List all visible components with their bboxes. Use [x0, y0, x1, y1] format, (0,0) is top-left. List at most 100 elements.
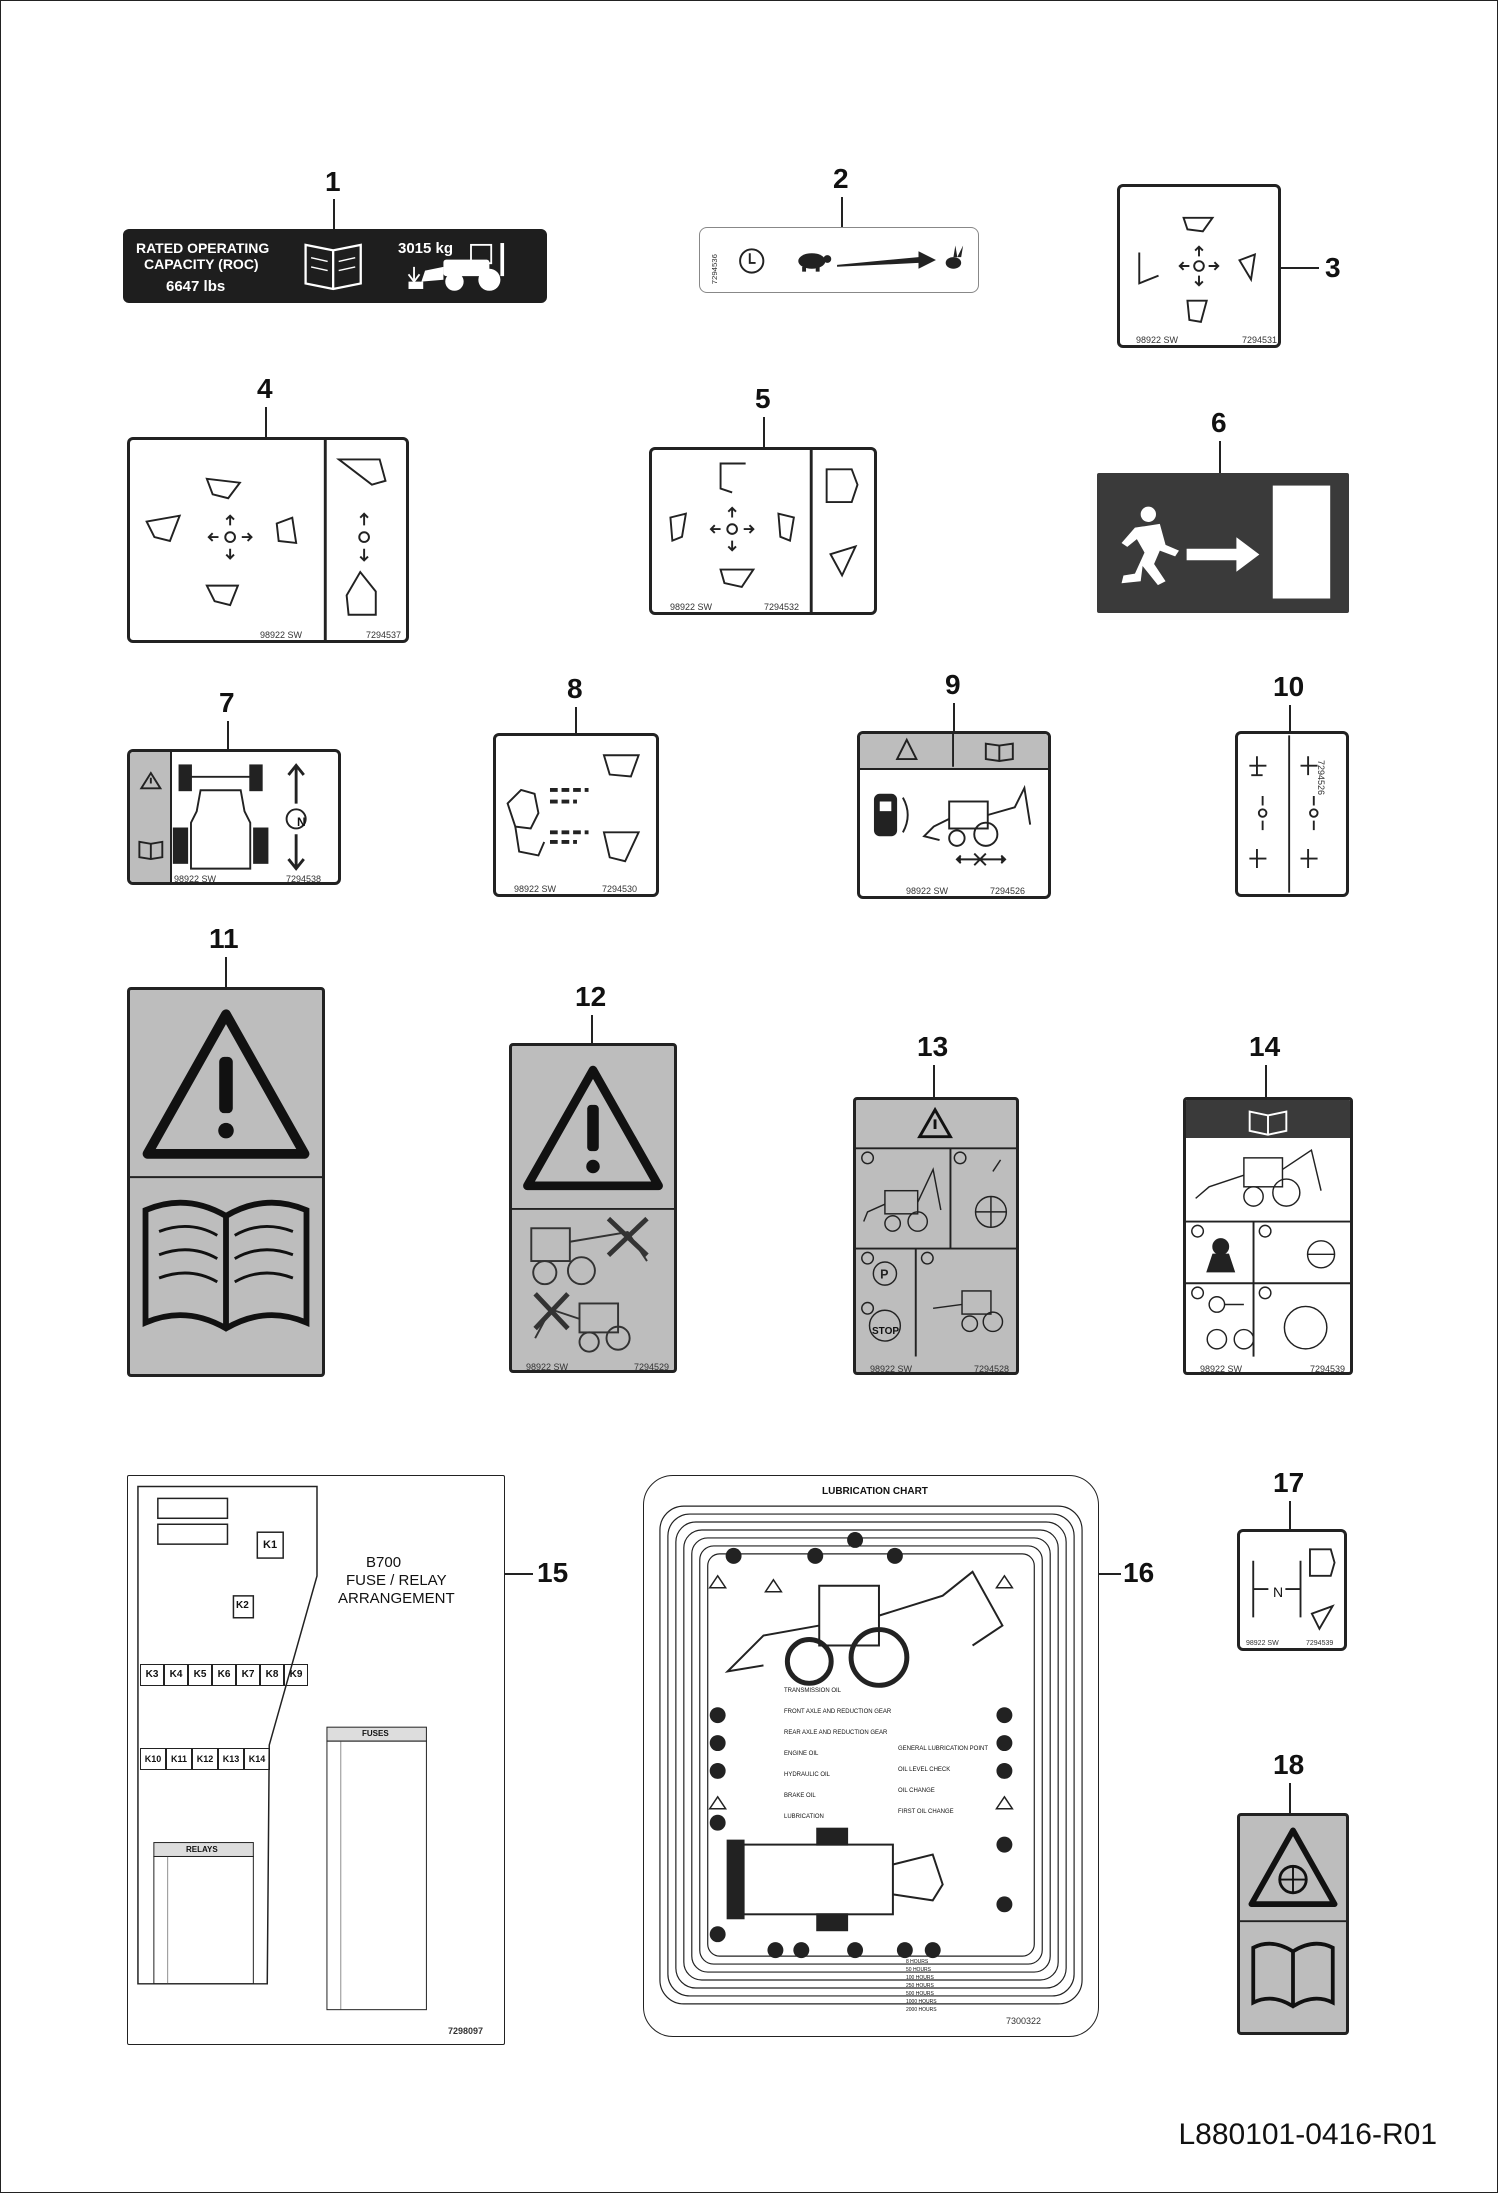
warning-triangle-icon — [917, 1106, 953, 1139]
tractor-top-view-icon — [172, 764, 269, 870]
interval-item: 1000 HOURS — [906, 1999, 937, 2005]
stop-label: STOP — [872, 1326, 900, 1337]
legend-item: GENERAL LUBRICATION POINT — [898, 1746, 989, 1752]
interval-item: 250 HOURS — [906, 1983, 934, 1989]
callout-11: 11 — [209, 923, 239, 954]
legend-item: REAR AXLE AND REDUCTION GEAR — [784, 1730, 888, 1736]
prohibited-x-icon — [606, 1216, 649, 1257]
part-no: 7294528 — [974, 1364, 1010, 1374]
relay-cell: K11 — [166, 1748, 192, 1770]
legend-item: HYDRAULIC OIL — [784, 1772, 831, 1778]
manual-book-icon — [304, 243, 505, 291]
relay-cell: K10 — [140, 1748, 166, 1770]
legend-item: FRONT AXLE AND REDUCTION GEAR — [784, 1709, 892, 1715]
warning-triangle-icon — [895, 737, 918, 761]
decal-3-controls-pattern: 98922 SW 7294531 — [1117, 184, 1281, 348]
manual-book-icon — [1251, 1941, 1335, 2009]
parking-brake-icon — [872, 1261, 898, 1286]
part-no: 7294539 — [1310, 1364, 1346, 1374]
backhoe-loader-icon — [922, 784, 1032, 847]
leader-4 — [265, 407, 267, 437]
rocker-switch-icon — [873, 793, 898, 837]
interval-item: 50 HOURS — [906, 1967, 932, 1973]
callout-3: 3 — [1325, 252, 1341, 283]
relay-cell: K5 — [188, 1664, 212, 1686]
part-no-sw: 98922 SW — [174, 874, 217, 884]
leader-13 — [933, 1065, 935, 1097]
callout-14: 14 — [1249, 1031, 1281, 1062]
relay-row-2: K10 K11 K12 K13 K14 — [140, 1748, 270, 1770]
callout-7: 7 — [219, 687, 235, 718]
manual-book-icon — [984, 742, 1014, 762]
callout-1: 1 — [325, 166, 341, 197]
part-no: 7294530 — [602, 884, 638, 894]
backhoe-loader-top-icon — [726, 1827, 944, 1932]
legend-item: OIL CHANGE — [898, 1788, 935, 1794]
loader-silhouette-icon — [421, 243, 505, 291]
prohibited-x-icon — [533, 1292, 570, 1331]
lubrication-chart-title: LUBRICATION CHART — [822, 1486, 928, 1497]
leader-8 — [575, 707, 577, 735]
manual-book-icon — [1248, 1110, 1288, 1136]
leader-7 — [227, 721, 229, 749]
title-line2: FUSE / RELAY — [346, 1572, 447, 1589]
title-line3: ARRANGEMENT — [338, 1590, 455, 1607]
decal-13-parking-procedure: P STOP 98922 SW 7294528 — [853, 1097, 1019, 1375]
part-no-rotated: 7294526 — [1316, 760, 1326, 796]
leader-18 — [1289, 1783, 1291, 1813]
relay-cell: K12 — [192, 1748, 218, 1770]
manual-book-icon — [138, 840, 164, 861]
decal-1-rated-operating-capacity: RATED OPERATING CAPACITY (ROC) 6647 lbs … — [123, 229, 547, 303]
part-no-sw: 98922 SW — [1136, 335, 1179, 345]
part-no-sw: 98922 SW — [514, 884, 557, 894]
decal-14-operating-procedure: 98922 SW 7294539 — [1183, 1097, 1353, 1375]
leader-6 — [1219, 441, 1221, 473]
part-no-sw: 98922 SW — [870, 1364, 913, 1374]
legend-item: BRAKE OIL — [784, 1793, 816, 1799]
leader-9 — [953, 703, 955, 731]
relay-cell: K4 — [164, 1664, 188, 1686]
callout-2: 2 — [833, 163, 849, 194]
legend-item: FIRST OIL CHANGE — [898, 1809, 954, 1815]
callout-16: 16 — [1123, 1557, 1155, 1588]
part-no: 7294529 — [634, 1362, 670, 1372]
bucket-up-icon — [1182, 216, 1215, 233]
interval-item: 8 HOURS — [906, 1959, 929, 1965]
exit-door-icon — [1272, 485, 1331, 599]
leader-2 — [841, 197, 843, 227]
warning-triangle-icon — [523, 1065, 663, 1191]
neutral-letter: N — [1273, 1584, 1284, 1600]
interval-item: 2000 HOURS — [906, 2007, 937, 2013]
warning-triangle-icon — [139, 771, 163, 790]
backhoe-loader-icon — [530, 1227, 648, 1353]
part-no: 7300322 — [1006, 2016, 1042, 2026]
warning-triangle-icon — [142, 1009, 310, 1159]
bucket-dump-icon — [602, 831, 641, 863]
callout-10: 10 — [1273, 671, 1305, 702]
roc-label-line1: RATED OPERATING — [136, 240, 270, 256]
decal-17-shift-pattern: N 98922 SW 7294539 — [1237, 1529, 1347, 1651]
running-man-icon — [1121, 506, 1179, 586]
leader-16 — [1099, 1573, 1121, 1575]
callout-12: 12 — [575, 981, 607, 1012]
title-model: B700 — [366, 1554, 402, 1571]
warning-triangle-icon — [1248, 1827, 1338, 1907]
bucket-down-icon — [1186, 299, 1208, 323]
start-rotation-icon — [1283, 1305, 1328, 1350]
rabbit-icon — [945, 245, 964, 269]
part-no-sw: 98922 SW — [260, 630, 303, 640]
interval-item: 100 HOURS — [906, 1975, 934, 1981]
part-no: 7294538 — [286, 874, 322, 884]
callout-9: 9 — [945, 669, 961, 700]
part-no-sw: 98922 SW — [670, 602, 713, 612]
decal-10-stabilizer-controls: 7294526 — [1235, 731, 1349, 897]
lubrication-point-icons — [709, 1531, 1013, 1959]
timer-icon — [1233, 1328, 1255, 1350]
boom-right-icon — [1238, 252, 1257, 283]
relay-cell: K13 — [218, 1748, 244, 1770]
callout-6: 6 — [1211, 407, 1227, 438]
glow-plug-icon — [1206, 1328, 1228, 1350]
part-no: 7294537 — [366, 630, 402, 640]
interval-item: 500 HOURS — [906, 1991, 934, 1997]
